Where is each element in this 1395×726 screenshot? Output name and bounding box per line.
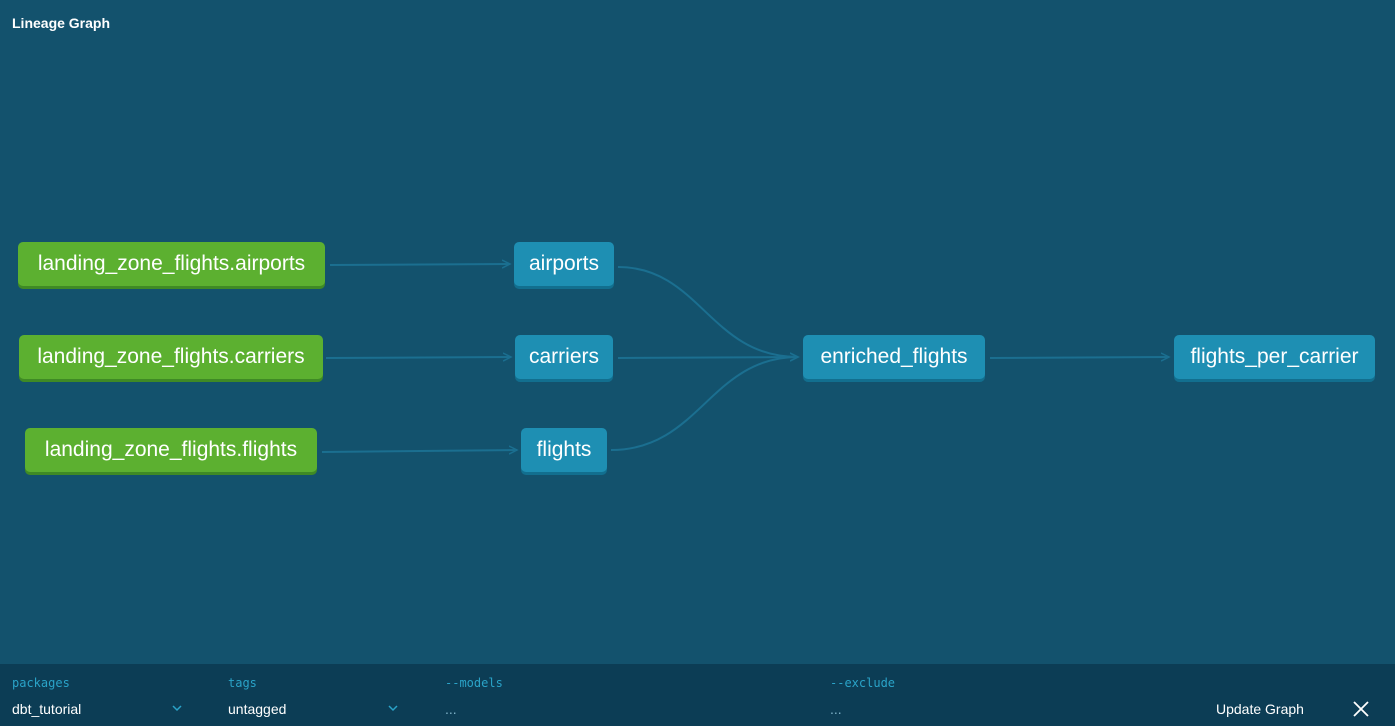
packages-select[interactable]: dbt_tutorial [12,701,82,717]
edge-enriched-to-flights-per-carrier [989,357,1169,358]
lineage-graph-canvas[interactable]: landing_zone_flights.airports landing_zo… [0,0,1395,664]
edge-flights-to-enriched [610,357,798,451]
node-source-airports[interactable]: landing_zone_flights.airports [18,242,325,286]
node-model-flights-per-carrier[interactable]: flights_per_carrier [1174,335,1375,379]
tags-select[interactable]: untagged [228,701,287,717]
node-model-airports[interactable]: airports [514,242,614,286]
node-source-flights[interactable]: landing_zone_flights.flights [25,428,317,472]
models-input[interactable]: ... [445,701,457,717]
edge-src-airports-to-airports [329,264,510,265]
node-model-flights[interactable]: flights [521,428,607,472]
models-label: --models [445,676,503,690]
node-model-enriched-flights[interactable]: enriched_flights [803,335,985,379]
chevron-down-icon[interactable] [171,702,183,714]
graph-filter-toolbar: packages dbt_tutorial tags untagged --mo… [0,664,1395,726]
edge-carriers-to-enriched [617,357,798,358]
edge-airports-to-enriched [617,266,798,357]
edge-src-carriers-to-carriers [325,357,511,358]
chevron-down-icon[interactable] [387,702,399,714]
page-title: Lineage Graph [12,15,111,31]
packages-label: packages [12,676,70,690]
edge-src-flights-to-flights [321,450,517,452]
tags-label: tags [228,676,257,690]
node-source-carriers[interactable]: landing_zone_flights.carriers [19,335,323,379]
update-graph-button[interactable]: Update Graph [1216,701,1304,717]
close-icon[interactable] [1352,700,1370,718]
exclude-input[interactable]: ... [830,701,842,717]
node-model-carriers[interactable]: carriers [515,335,613,379]
exclude-label: --exclude [830,676,896,690]
graph-edges [321,0,1395,664]
